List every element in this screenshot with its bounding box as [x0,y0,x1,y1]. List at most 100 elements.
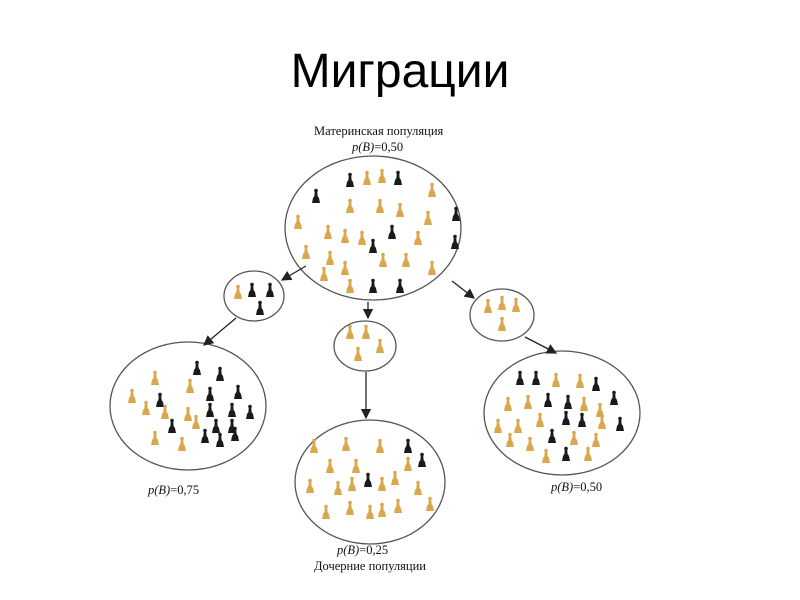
gold-piece-icon [536,412,544,427]
gold-piece-icon [363,170,371,185]
gold-piece-icon [484,298,492,313]
black-piece-icon [231,426,239,441]
gold-piece-icon [394,498,402,513]
gold-piece-icon [580,396,588,411]
gold-piece-icon [378,502,386,517]
black-piece-icon [369,278,377,293]
black-piece-icon [610,390,618,405]
gold-piece-icon [414,230,422,245]
gold-piece-icon [334,480,342,495]
black-piece-icon [168,418,176,433]
gold-piece-icon [358,230,366,245]
black-piece-icon [592,376,600,391]
gold-piece-icon [128,388,136,403]
gold-piece-icon [294,214,302,229]
gold-piece-icon [151,430,159,445]
gold-piece-icon [348,476,356,491]
gold-piece-icon [186,378,194,393]
black-piece-icon [562,446,570,461]
gold-piece-icon [352,458,360,473]
arrow-right-to-daughter [524,336,558,354]
gold-piece-icon [376,338,384,353]
gold-piece-icon [320,266,328,281]
black-piece-icon [256,300,264,315]
gold-piece-icon [576,373,584,388]
gold-piece-icon [391,470,399,485]
gold-piece-icon [552,372,560,387]
gold-piece-icon [341,228,349,243]
black-piece-icon [564,394,572,409]
gold-piece-icon [346,324,354,339]
black-piece-icon [156,392,164,407]
gold-piece-icon [596,402,604,417]
gold-piece-icon [302,244,310,259]
arrow-left-to-daughter [203,317,237,346]
daughter-population-right [483,350,641,476]
black-piece-icon [516,370,524,385]
gold-piece-icon [512,297,520,312]
gold-piece-icon [414,480,422,495]
gold-piece-icon [342,436,350,451]
black-piece-icon [206,402,214,417]
black-piece-icon [544,392,552,407]
arrow-mother-to-left [280,265,307,281]
gold-piece-icon [362,324,370,339]
gold-piece-icon [570,430,578,445]
gold-piece-icon [322,504,330,519]
gold-piece-icon [306,478,314,493]
black-piece-icon [404,438,412,453]
gold-piece-icon [428,182,436,197]
gold-piece-icon [178,436,186,451]
black-piece-icon [248,282,256,297]
gold-piece-icon [526,436,534,451]
gold-piece-icon [424,210,432,225]
black-piece-icon [266,282,274,297]
black-piece-icon [206,386,214,401]
gold-piece-icon [542,448,550,463]
gold-piece-icon [592,432,600,447]
black-piece-icon [228,402,236,417]
black-piece-icon [616,416,624,431]
gold-piece-icon [341,260,349,275]
gold-piece-icon [504,396,512,411]
black-piece-icon [216,366,224,381]
pieces-layer [128,168,624,519]
black-piece-icon [388,224,396,239]
black-piece-icon [216,432,224,447]
gold-piece-icon [506,432,514,447]
black-piece-icon [346,172,354,187]
black-piece-icon [532,370,540,385]
gold-piece-icon [524,394,532,409]
right-frequency: p(B)=0,50 [551,480,603,494]
gold-piece-icon [151,370,159,385]
black-piece-icon [396,278,404,293]
gold-piece-icon [366,504,374,519]
black-piece-icon [369,238,377,253]
mother-label: Материнская популяция [314,124,444,138]
black-piece-icon [452,206,460,221]
gold-piece-icon [494,418,502,433]
gold-piece-icon [376,198,384,213]
left-frequency: p(B)=0,75 [148,483,200,497]
gold-piece-icon [426,496,434,511]
gold-piece-icon [584,446,592,461]
gold-piece-icon [310,438,318,453]
gold-piece-icon [234,284,242,299]
daughter-population-left [109,341,267,471]
black-piece-icon [451,234,459,249]
gold-piece-icon [396,202,404,217]
gold-piece-icon [161,404,169,419]
slide-title: Миграции [290,45,510,98]
migrant-group-right [469,288,535,342]
gold-piece-icon [326,250,334,265]
gold-piece-icon [192,414,200,429]
mother-population [284,155,462,301]
gold-piece-icon [376,438,384,453]
black-piece-icon [364,472,372,487]
gold-piece-icon [514,418,522,433]
black-piece-icon [394,170,402,185]
mother-frequency: p(B)=0,50 [352,140,404,154]
black-piece-icon [201,428,209,443]
black-piece-icon [548,428,556,443]
